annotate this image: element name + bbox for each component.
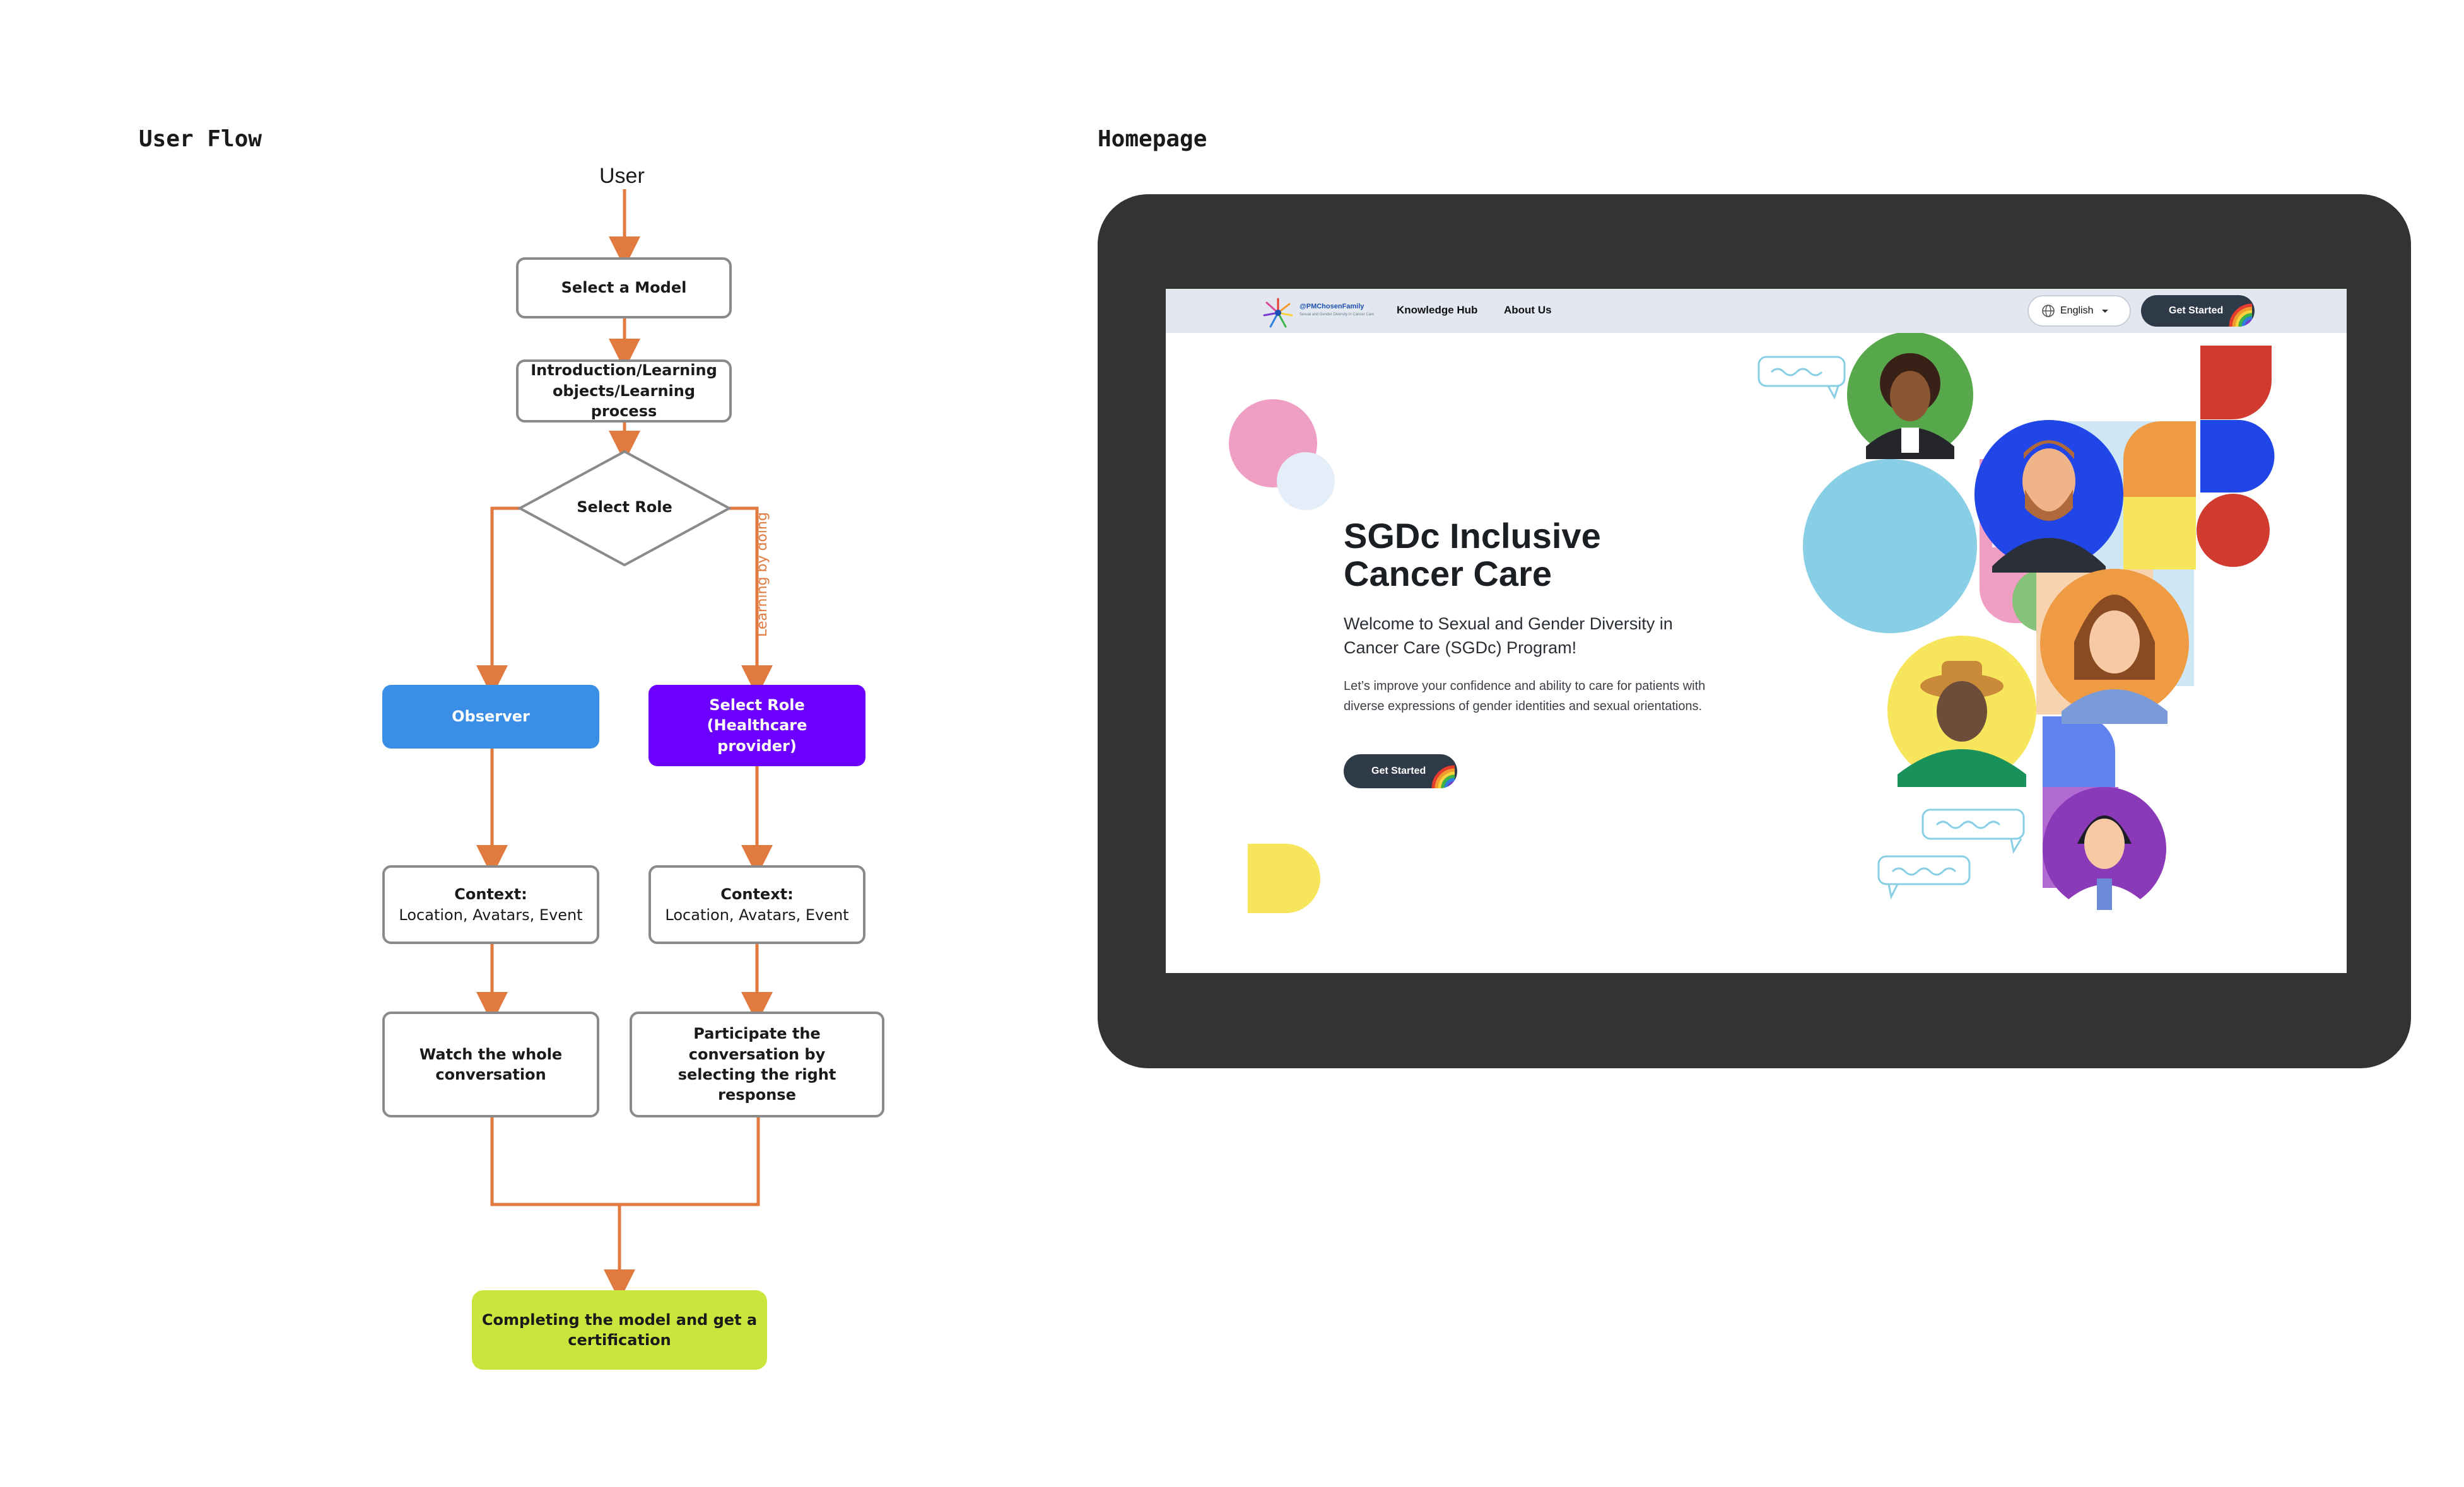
speech-bubble-icon <box>1757 356 1846 400</box>
nav-knowledge-hub[interactable]: Knowledge Hub <box>1397 304 1478 316</box>
hero-title: SGDc Inclusive Cancer Care <box>1344 516 1601 593</box>
decor-yellow-shape <box>1248 844 1320 913</box>
chevron-down-icon <box>2102 310 2109 313</box>
node-select-role-healthcare: Select Role (Healthcare provider) <box>648 685 865 766</box>
globe-icon <box>2042 305 2055 317</box>
logo-text: @PMChosenFamily <box>1299 303 1364 310</box>
select-role-diamond <box>517 450 732 567</box>
avatar-woman-purple <box>2043 787 2166 913</box>
flow-start-user: User <box>599 164 645 188</box>
node-context-healthcare: Context: Location, Avatars, Event <box>648 865 865 944</box>
context-title: Context: <box>720 885 794 904</box>
avatar-woman-green <box>1847 332 1973 459</box>
arrow-role-to-observer <box>476 506 520 697</box>
merge-line-right <box>619 1117 760 1206</box>
node-final-certification: Completing the model and get a certifica… <box>472 1290 767 1370</box>
homepage-title: Homepage <box>1098 126 1207 152</box>
speech-bubble-icon <box>1921 808 2025 854</box>
nav-about-us[interactable]: About Us <box>1504 304 1552 316</box>
avatar-woman-orange <box>2040 569 2189 724</box>
edge-label-learning-by-doing: Learning by doing <box>754 512 770 637</box>
nav-get-started-button[interactable]: Get Started <box>2141 295 2255 327</box>
decor-red-top <box>2200 346 2272 419</box>
context-body: Location, Avatars, Event <box>399 906 583 924</box>
speech-bubble-icon <box>1877 855 1971 900</box>
decor-red-circle <box>2197 494 2270 567</box>
merge-line-left <box>490 1117 635 1301</box>
hero-subtitle: Welcome to Sexual and Gender Diversity i… <box>1344 614 1673 658</box>
avatar-man-yellow <box>1887 636 2036 787</box>
decor-blue-small <box>2043 716 2115 789</box>
context-title: Context: <box>454 885 527 904</box>
node-introduction: Introduction/Learning objects/Learning p… <box>516 359 732 423</box>
language-label: English <box>2060 305 2094 316</box>
rainbow-icon <box>2229 303 2253 327</box>
nav-get-started-label: Get Started <box>2169 305 2224 316</box>
decor-yellow-block <box>2123 497 2196 569</box>
decor-blue-quarter <box>1803 459 1977 633</box>
rainbow-icon <box>1431 765 1455 788</box>
user-flow-title: User Flow <box>139 126 262 152</box>
homepage-screen: @PMChosenFamily Sexual and Gender Divers… <box>1166 289 2347 973</box>
decor-light-circle <box>1277 452 1335 510</box>
logo-subtext: Sexual and Gender Diversity in Cancer Ca… <box>1299 313 1375 317</box>
node-participate-conversation: Participate the conversation by selectin… <box>630 1012 884 1117</box>
node-watch-conversation: Watch the whole conversation <box>382 1012 599 1117</box>
node-context-observer: Context: Location, Avatars, Event <box>382 865 599 944</box>
language-select[interactable]: English <box>2027 295 2131 327</box>
arrow-role-to-healthcare <box>729 506 773 697</box>
hero-body: Let’s improve your confidence and abilit… <box>1344 679 1706 713</box>
decor-blue-right <box>2200 420 2275 493</box>
avatar-man-blue <box>1974 420 2123 573</box>
hero-get-started-button[interactable]: Get Started <box>1344 754 1457 788</box>
decor-orange-block <box>2123 421 2196 497</box>
top-nav: @PMChosenFamily Sexual and Gender Divers… <box>1166 289 2347 333</box>
context-body: Location, Avatars, Event <box>665 906 849 924</box>
node-observer: Observer <box>382 685 599 749</box>
node-select-model: Select a Model <box>516 257 732 318</box>
hero-get-started-label: Get Started <box>1371 766 1426 776</box>
hero-illustration <box>1229 332 2275 913</box>
logo-icon[interactable] <box>1260 295 1296 330</box>
diamond-select-role-label: Select Role <box>577 498 672 516</box>
